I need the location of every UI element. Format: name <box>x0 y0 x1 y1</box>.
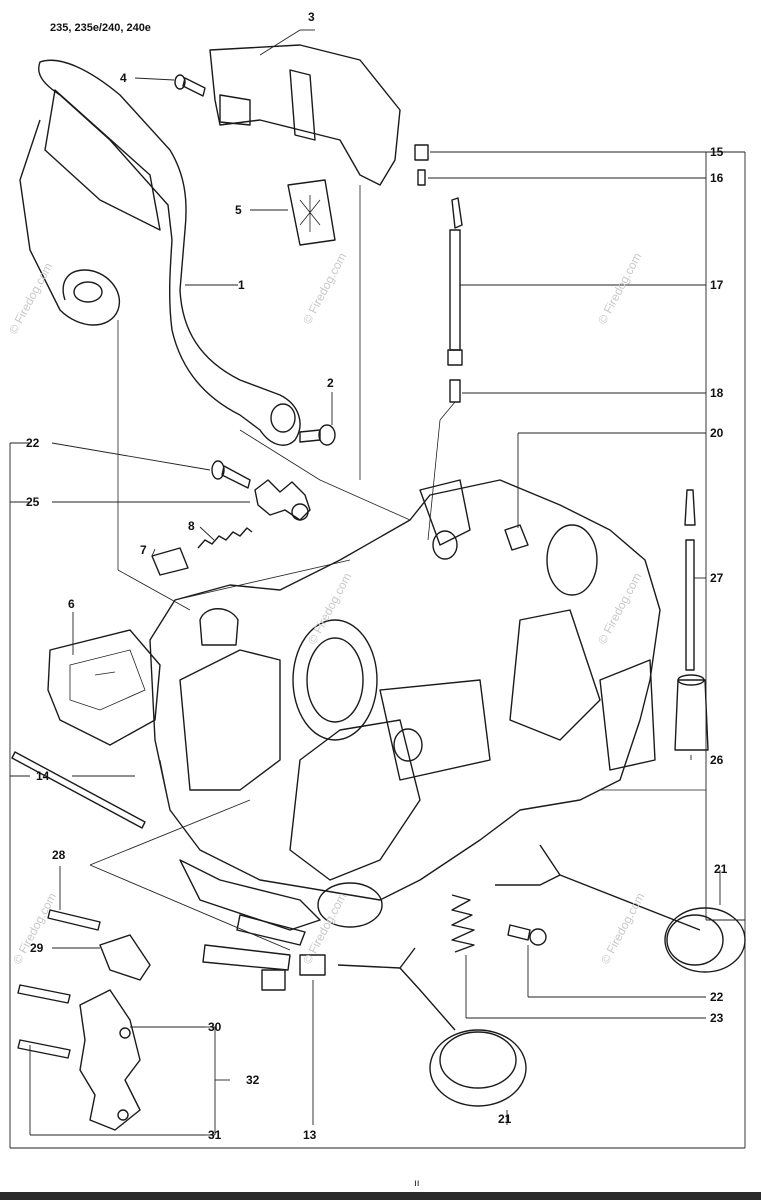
callout-15: 15 <box>710 145 724 159</box>
callout-13: 13 <box>303 1128 317 1142</box>
part-gasket <box>47 612 161 746</box>
callout-20: 20 <box>710 426 724 440</box>
callout-25: 25 <box>26 495 40 509</box>
callout-28: 28 <box>52 848 66 862</box>
callout-4: 4 <box>120 71 127 85</box>
callout-21-fuel-cap: 21 <box>498 1112 512 1126</box>
part-bushing-20 <box>504 432 706 551</box>
part-fuel-cap <box>337 947 527 1125</box>
callout-6: 6 <box>68 597 75 611</box>
model-list: 235, 235e/240, 240e <box>50 22 151 34</box>
callout-5: 5 <box>235 203 242 217</box>
part-oil-pickup <box>414 144 706 541</box>
part-screw-22-top <box>211 460 251 489</box>
body-leaders <box>117 185 706 791</box>
callout-14: 14 <box>36 769 50 783</box>
part-screw-22-bottom <box>507 924 706 998</box>
callout-30: 30 <box>208 1020 222 1034</box>
part-screws-31 <box>17 984 205 1136</box>
callout-7: 7 <box>140 543 147 557</box>
part-top-cover <box>209 29 401 186</box>
callout-32: 32 <box>246 1073 260 1087</box>
callout-29: 29 <box>30 941 44 955</box>
part-plate-30 <box>79 989 205 1131</box>
part-screw-4 <box>134 74 206 97</box>
callout-8: 8 <box>188 519 195 533</box>
part-spring-23 <box>451 894 706 1019</box>
callout-2: 2 <box>327 376 334 390</box>
callout-23: 23 <box>710 1011 724 1025</box>
callout-22-bottom: 22 <box>710 990 724 1004</box>
callout-16: 16 <box>710 171 724 185</box>
part-oil-filter <box>674 489 709 760</box>
part-oil-cap <box>495 844 746 973</box>
part-screw-2 <box>299 392 336 446</box>
callout-27: 27 <box>710 571 724 585</box>
part-spring-25 <box>254 479 311 521</box>
callout-22-top: 22 <box>26 436 40 450</box>
part-block-7 <box>151 547 189 576</box>
left-leaders <box>10 442 250 777</box>
bracket-32 <box>205 1026 230 1136</box>
part-crankcase <box>149 479 661 931</box>
part-rod-14 <box>11 751 146 829</box>
callout-26: 26 <box>710 753 724 767</box>
part-front-hand-guard <box>19 59 301 446</box>
part-filter <box>250 179 336 246</box>
part-bolts-13 <box>89 799 326 1125</box>
page-mark: ıı <box>414 1178 420 1189</box>
callout-3: 3 <box>308 10 315 24</box>
callout-17: 17 <box>710 278 724 292</box>
callout-18: 18 <box>710 386 724 400</box>
part-bracket-29 <box>52 934 151 981</box>
part-screw-28 <box>47 866 101 931</box>
callout-21-oil-cap: 21 <box>714 862 728 876</box>
left-bracket <box>9 443 745 1149</box>
callout-1: 1 <box>238 278 245 292</box>
part-spring-8 <box>197 526 253 549</box>
callout-31: 31 <box>208 1128 222 1142</box>
footer-bar <box>0 1192 761 1200</box>
